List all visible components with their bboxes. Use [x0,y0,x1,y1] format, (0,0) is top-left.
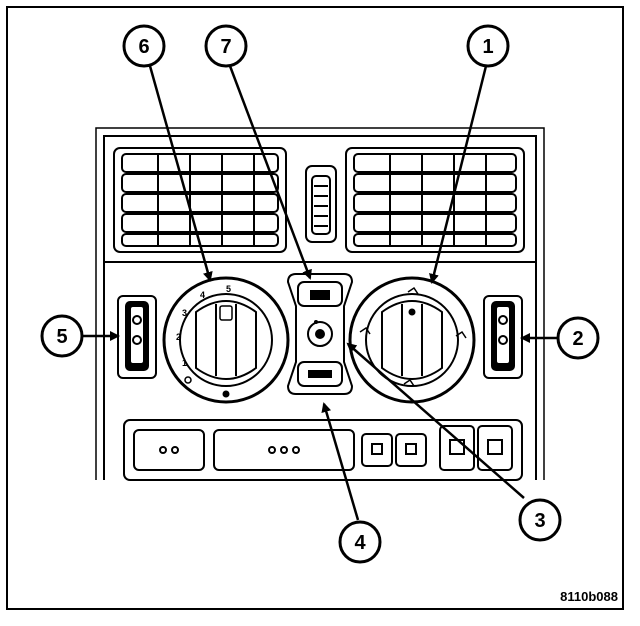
callout-2: 2 [556,316,600,360]
blower-scale: 1 2 3 4 5 [176,284,231,384]
callout-4-label: 4 [354,532,366,554]
lower-switch-bank [123,419,523,481]
leader-3 [346,342,525,499]
right-side-switch [483,295,523,379]
left-side-switch [117,295,157,379]
callout-7: 7 [204,24,248,68]
scale-5: 5 [226,284,231,294]
callout-5-label: 5 [56,326,67,348]
callout-3-label: 3 [534,510,545,532]
callout-1-label: 1 [482,36,493,58]
scale-2: 2 [176,332,181,342]
leader-7 [228,65,312,280]
leader-4 [321,402,360,521]
scale-3: 3 [182,308,187,318]
vent-thumbwheel [305,165,337,243]
callout-1: 1 [466,24,510,68]
leader-6 [148,65,213,282]
left-air-vent [113,147,287,253]
callout-5: 5 [40,314,84,358]
callout-4: 4 [338,520,382,564]
blower-speed-knob [162,276,290,404]
mode-knob [348,276,476,404]
callout-3: 3 [518,498,562,542]
center-control-bezel [286,273,354,395]
callout-6-label: 6 [138,36,149,58]
callout-6: 6 [122,24,166,68]
dash-panel [95,127,545,480]
leader-1 [429,65,488,284]
right-air-vent [345,147,525,253]
callout-7-label: 7 [220,36,231,58]
leader-lines [82,65,558,521]
scale-1: 1 [182,358,187,368]
figure-frame [6,6,624,610]
scale-4: 4 [200,290,205,300]
figure-id: 8110b088 [560,589,618,604]
callout-2-label: 2 [572,328,583,350]
